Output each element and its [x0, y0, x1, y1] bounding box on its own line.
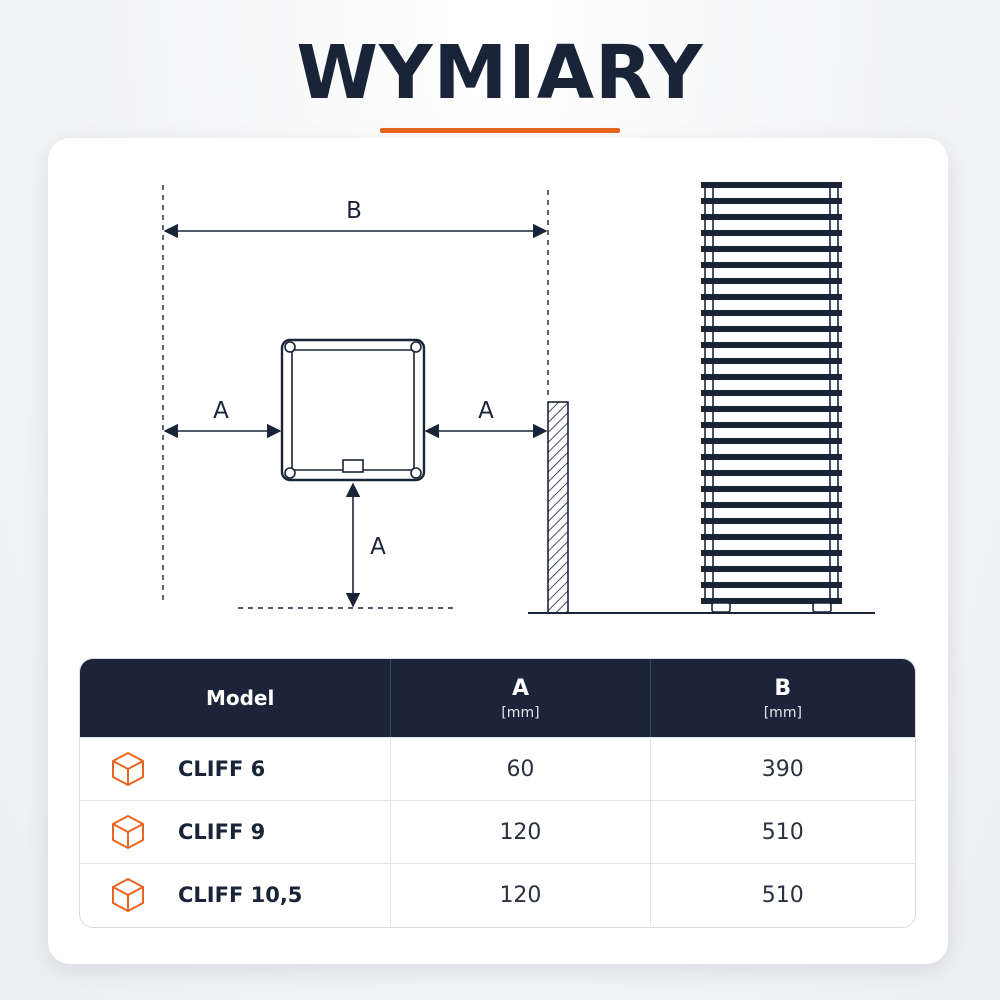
- heater-slat: [701, 278, 842, 284]
- heater-foot: [812, 602, 832, 613]
- heater-slat: [701, 374, 842, 380]
- title-underline: [380, 128, 620, 133]
- table-row: CLIFF 10,5 120 510: [80, 863, 915, 926]
- dimension-a-left-label: A: [213, 398, 229, 424]
- value-a: 120: [391, 864, 651, 926]
- dimension-b-label: B: [346, 198, 362, 224]
- heater-slat: [701, 230, 842, 236]
- heater-slat: [701, 342, 842, 348]
- heater-top-view-inner: [291, 349, 415, 471]
- value-b: 390: [761, 756, 804, 782]
- cube-icon: [108, 875, 148, 915]
- column-header-a: A [mm]: [391, 659, 651, 737]
- heater-slat: [701, 566, 842, 572]
- column-header-model: Model: [80, 659, 392, 737]
- heater-slat: [701, 438, 842, 444]
- heater-slat: [701, 358, 842, 364]
- model-name: CLIFF 10,5: [178, 883, 303, 907]
- heater-corner: [284, 467, 296, 479]
- heater-slat: [701, 246, 842, 252]
- value-a: 120: [391, 801, 651, 863]
- heater-slat: [701, 294, 842, 300]
- value-b: 510: [761, 882, 804, 908]
- heater-slat: [701, 486, 842, 492]
- heater-slat: [701, 310, 842, 316]
- heater-slat: [701, 582, 842, 588]
- cube-icon: [108, 749, 148, 789]
- heater-slat: [701, 390, 842, 396]
- dimensions-table: Model A [mm] B [mm] CLIFF 6 60 390 CLIFF…: [79, 658, 916, 928]
- heater-corner: [284, 341, 296, 353]
- heater-slat: [701, 406, 842, 412]
- dimension-a-right-label: A: [478, 398, 494, 424]
- heater-slat: [701, 550, 842, 556]
- heater-slat: [701, 598, 842, 604]
- column-header-b: B [mm]: [763, 675, 802, 721]
- table-row: CLIFF 6 60 390: [80, 737, 915, 800]
- dimension-a-bottom-label: A: [370, 534, 386, 560]
- heater-slat: [701, 534, 842, 540]
- heater-slat: [701, 182, 842, 188]
- heater-slat: [701, 262, 842, 268]
- heater-corner: [410, 467, 422, 479]
- heater-corner: [410, 341, 422, 353]
- heater-foot: [711, 602, 731, 613]
- heater-slat: [701, 470, 842, 476]
- cube-icon: [108, 812, 148, 852]
- table-header: Model A [mm] B [mm]: [80, 659, 915, 737]
- heater-slat: [701, 326, 842, 332]
- heater-slat: [701, 422, 842, 428]
- heater-slat: [701, 198, 842, 204]
- heater-side-view: [701, 182, 842, 613]
- model-name: CLIFF 9: [178, 820, 266, 844]
- heater-slat: [701, 214, 842, 220]
- model-name: CLIFF 6: [178, 757, 266, 781]
- heater-slat: [701, 518, 842, 524]
- dimension-diagram: B A A A: [162, 182, 875, 614]
- wall-hatched: [547, 401, 569, 614]
- value-b: 510: [761, 819, 804, 845]
- heater-slat: [701, 454, 842, 460]
- heater-slat: [701, 502, 842, 508]
- table-row: CLIFF 9 120 510: [80, 800, 915, 863]
- value-a: 60: [391, 738, 651, 800]
- heater-control-notch: [342, 459, 364, 473]
- page-title: WYMIARY: [296, 30, 704, 116]
